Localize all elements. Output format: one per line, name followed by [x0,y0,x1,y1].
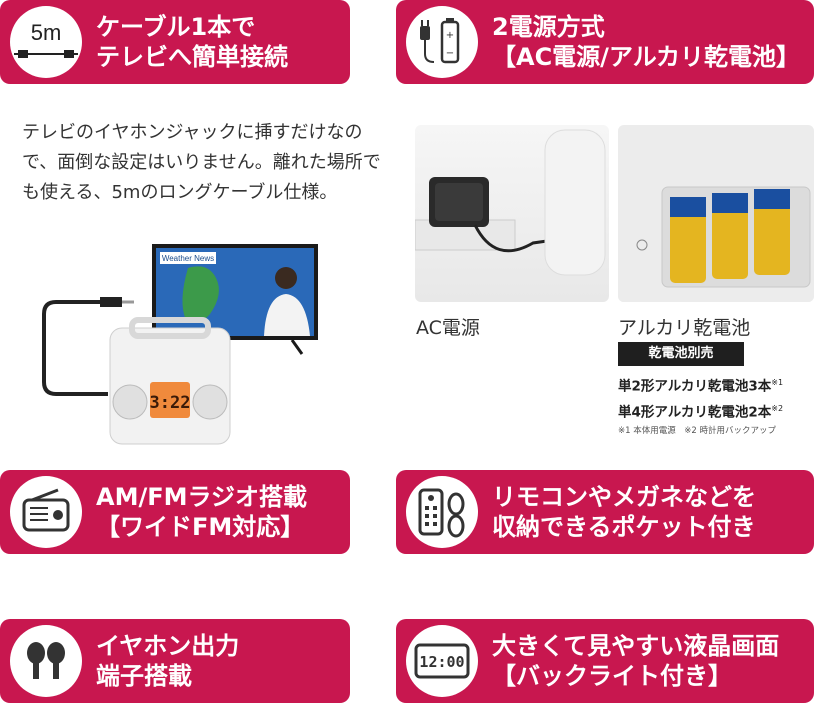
lcd-text: 3:22 [150,393,191,413]
cell-2-text: 単4形アルカリ乾電池2本 [618,404,772,420]
ac-power-label: AC電源 [416,317,480,339]
feature-title: 大きくて見やすい液晶画面 【バックライト付き】 [492,631,779,691]
title-line2: テレビへ簡単接続 [96,43,288,71]
feature-banner-radio: AM/FMラジオ搭載 【ワイドFM対応】 [0,470,350,554]
tv-radio-illustration: Weather News 3:22 [38,242,338,447]
remote-glasses-icon [406,476,478,548]
feature-banner-display: 12:00 大きくて見やすい液晶画面 【バックライト付き】 [396,619,814,703]
title-line2: 【ワイドFM対応】 [96,513,305,541]
battery-footnote: ※1 本体用電源 ※2 時計用バックアップ [618,426,776,436]
badge-text: 5m [31,20,62,45]
radio-icon [10,476,82,548]
title-line1: AM/FMラジオ搭載 [96,483,308,511]
battery-spec: 単2形アルカリ乾電池3本※1 単4形アルカリ乾電池2本※2 [618,372,783,423]
cable-plug-icon: 5m [10,6,82,78]
earphone-icon [10,625,82,697]
battery-spec-line: 単2形アルカリ乾電池3本※1 [618,372,783,398]
battery-sold-separately-badge: 乾電池別売 [618,342,744,366]
cell-2-mark: ※2 [771,403,784,413]
feature-title: 2電源方式 【AC電源/アルカリ乾電池】 [492,12,800,72]
feature-title: イヤホン出力 端子搭載 [96,631,239,691]
alkaline-battery-label: アルカリ乾電池 [618,317,751,339]
feature-banner-power: + − 2電源方式 【AC電源/アルカリ乾電池】 [396,0,814,84]
title-line1: 2電源方式 [492,13,605,41]
title-line2: 収納できるポケット付き [492,513,756,541]
power-battery-icon: + − [406,6,478,78]
title-line2: 【AC電源/アルカリ乾電池】 [492,43,800,71]
feature-banner-pocket: リモコンやメガネなどを 収納できるポケット付き [396,470,814,554]
lcd-clock-icon: 12:00 [406,625,478,697]
battery-spec-line: 単4形アルカリ乾電池2本※2 [618,398,783,424]
feature-title: ケーブル1本で テレビへ簡単接続 [96,12,288,72]
battery-photo [618,125,814,302]
cell-1-text: 単2形アルカリ乾電池3本 [618,378,772,395]
clock-text: 12:00 [419,653,464,671]
title-line2: 【バックライト付き】 [492,662,732,690]
cell-1-mark: ※1 [771,378,784,387]
tv-screen-text: Weather News [162,254,214,263]
title-line1: イヤホン出力 [96,632,240,660]
feature-title: リモコンやメガネなどを 収納できるポケット付き [492,482,756,542]
feature-banner-cable: 5m ケーブル1本で テレビへ簡単接続 [0,0,350,84]
ac-power-photo [415,125,609,302]
title-line2: 端子搭載 [96,662,192,690]
feature-title: AM/FMラジオ搭載 【ワイドFM対応】 [96,482,307,542]
title-line1: リモコンやメガネなどを [492,483,756,511]
svg-text:+: + [446,30,454,41]
cable-description: テレビのイヤホンジャックに挿すだけなので、面倒な設定はいりません。離れた場所でも… [22,122,381,203]
feature-banner-earphone: イヤホン出力 端子搭載 [0,619,350,703]
title-line1: ケーブル1本で [96,13,256,41]
title-line1: 大きくて見やすい液晶画面 [492,632,780,660]
svg-text:−: − [446,48,454,59]
